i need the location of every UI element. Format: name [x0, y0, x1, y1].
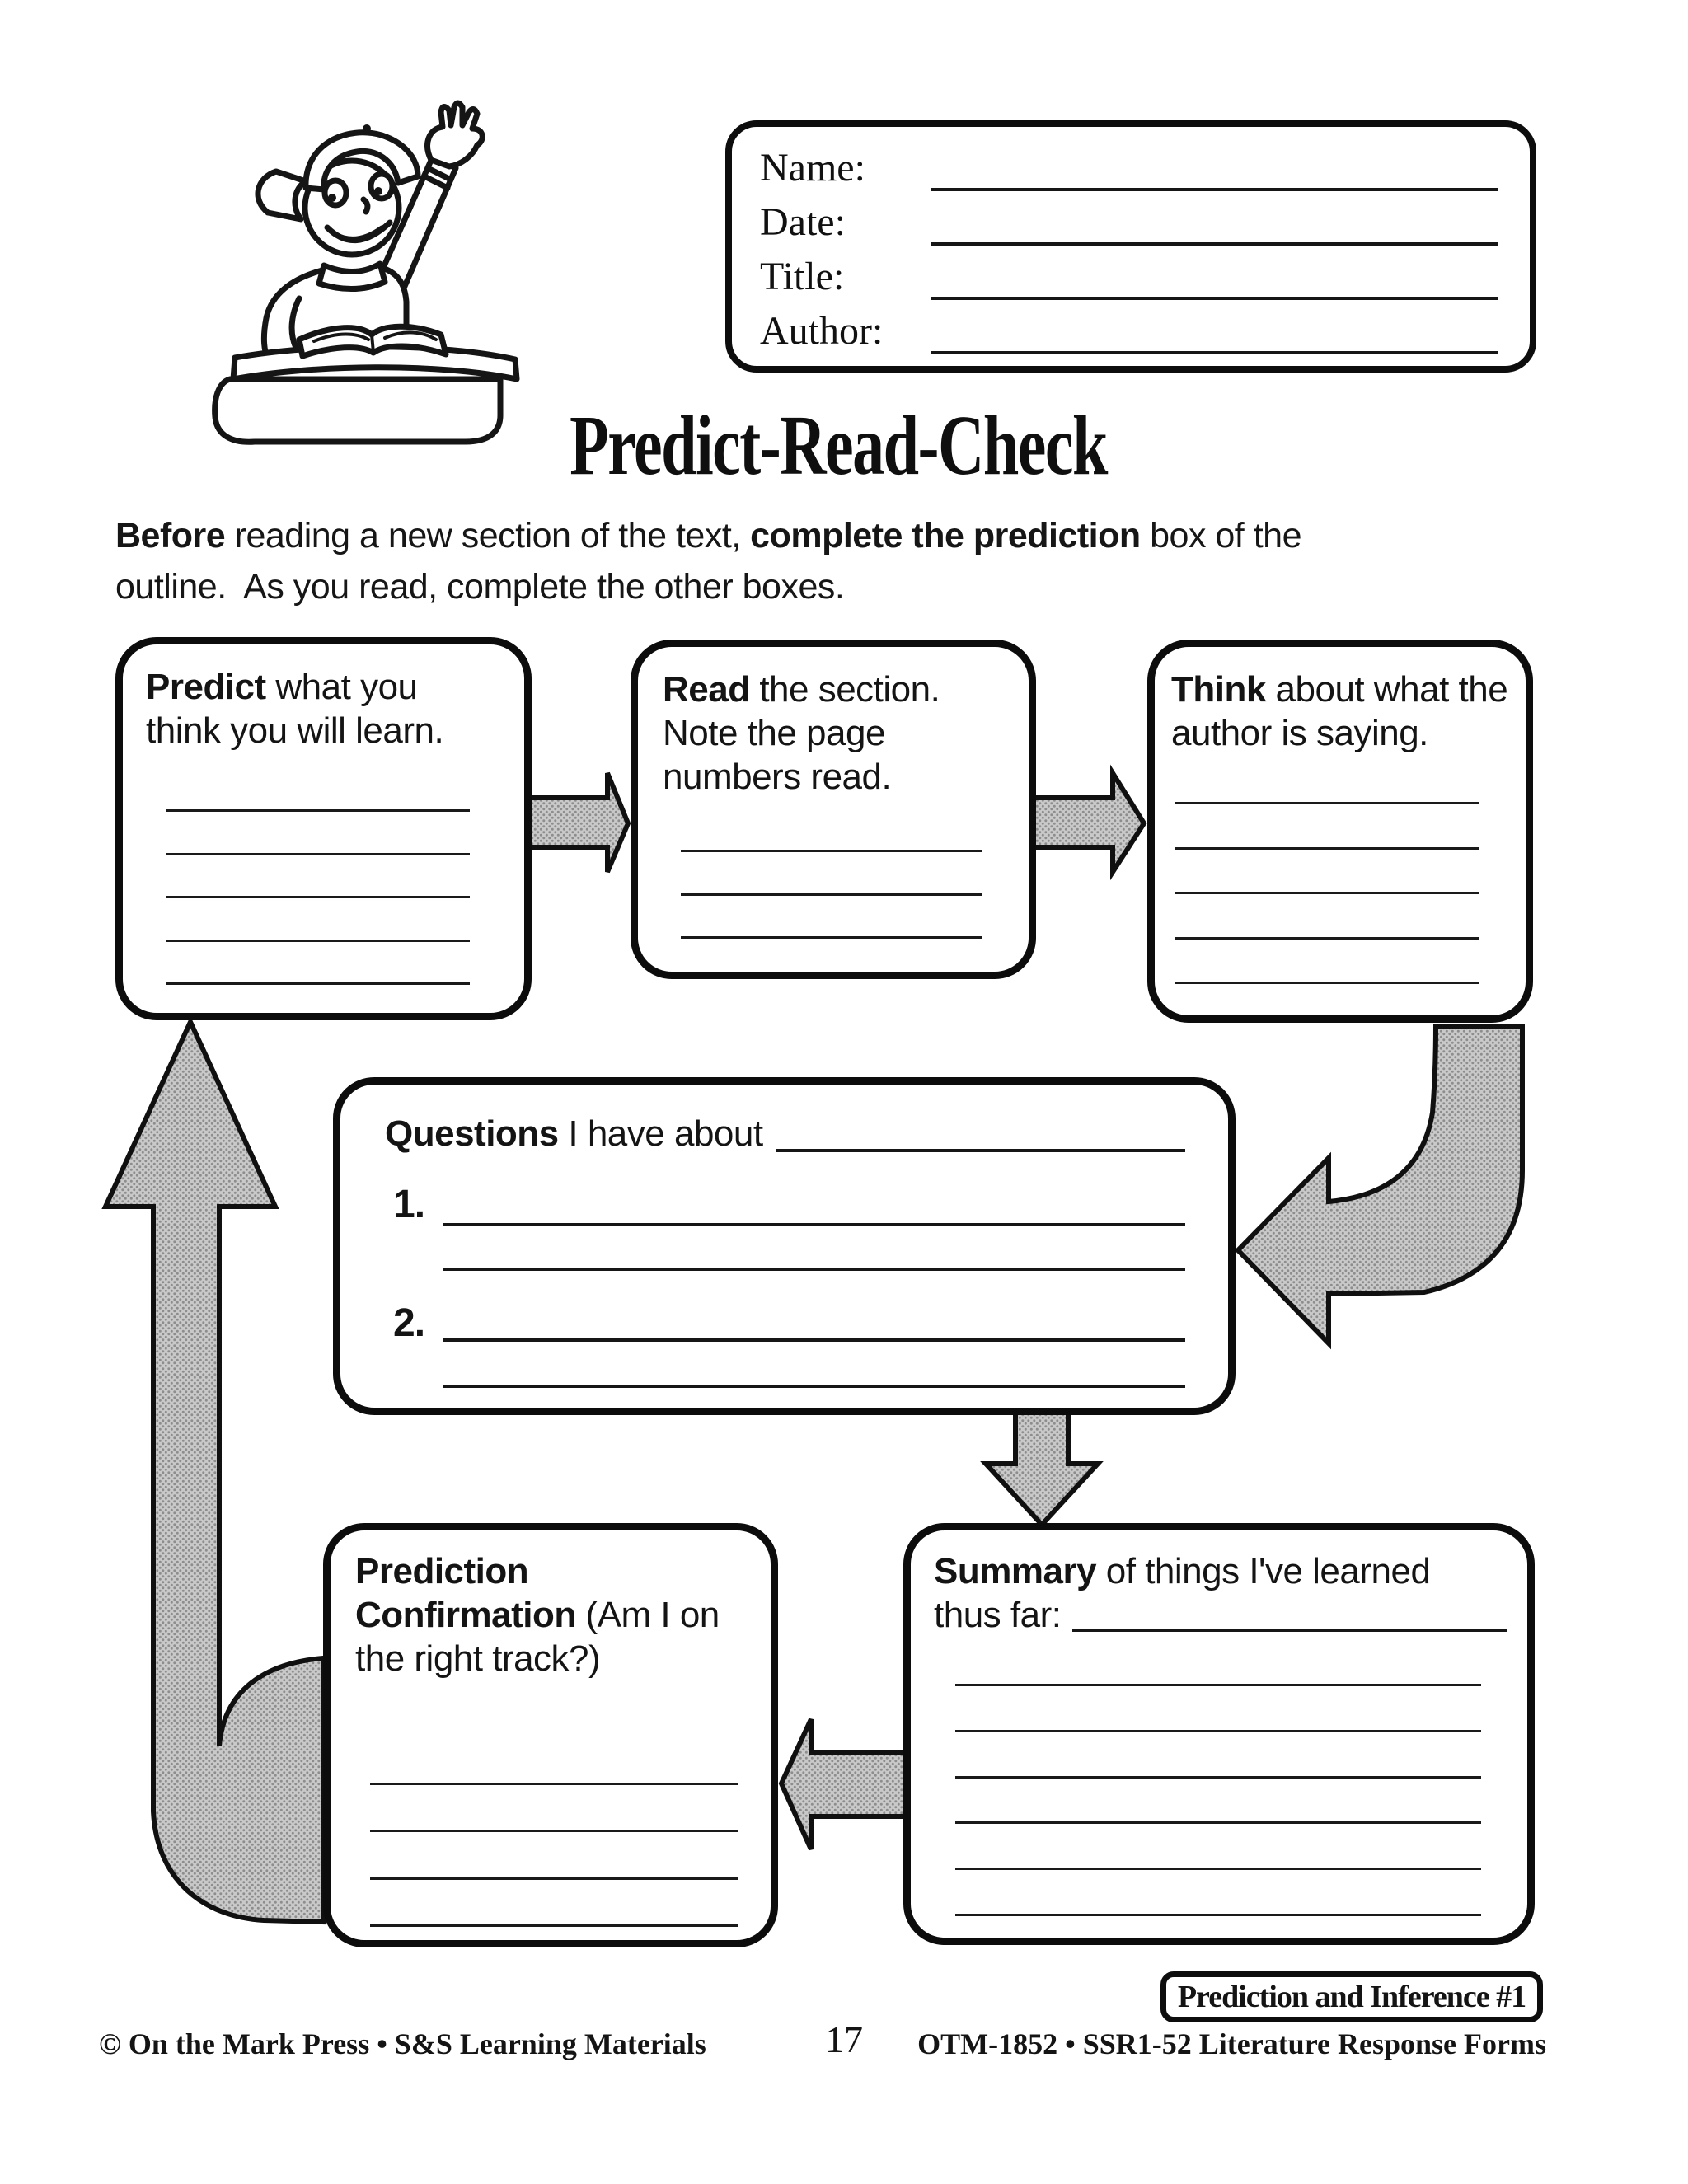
cap-icon	[255, 124, 421, 223]
date-write-line	[931, 234, 1498, 246]
writing-line	[1175, 802, 1479, 804]
category-badge: Prediction and Inference #1	[1160, 1971, 1543, 2022]
think-heading: Think about what the author is saying.	[1171, 669, 1508, 753]
left-arrow-icon	[778, 1718, 914, 1851]
prediction-confirmation-box: Prediction Confirmation (Am I on the rig…	[323, 1523, 778, 1947]
writing-line	[955, 1821, 1481, 1825]
copyright-text: © On the Mark Press • S&S Learning Mater…	[99, 2027, 706, 2060]
writing-line	[955, 1868, 1481, 1871]
publication-text: OTM-1852 • SSR1-52 Literature Response F…	[917, 2027, 1546, 2060]
name-label: Name:	[760, 146, 865, 190]
page-title: Predict-Read-Check	[570, 398, 1108, 493]
read-write-lines	[681, 850, 982, 939]
writing-line	[1175, 892, 1479, 894]
date-label: Date:	[760, 200, 846, 244]
desk-icon	[212, 323, 520, 445]
author-write-line	[931, 343, 1498, 354]
summary-inline-blank	[1072, 1628, 1507, 1632]
question-2-number: 2.	[393, 1301, 425, 1345]
writing-line	[1175, 846, 1479, 850]
summary-heading: Summary of things I've learned	[934, 1551, 1431, 1591]
predict-heading: Predict what you think you will learn.	[146, 667, 444, 751]
questions-heading: Questions I have about	[340, 1085, 1228, 1156]
writing-line	[370, 1783, 738, 1785]
hand-icon	[424, 100, 485, 170]
info-row-title: Title:	[760, 252, 1508, 307]
down-arrow-icon	[980, 1403, 1104, 1529]
instructions-text: Before reading a new section of the text…	[115, 516, 1301, 607]
writing-line	[681, 936, 982, 939]
question-1-write-line	[443, 1223, 1185, 1226]
face	[321, 171, 396, 243]
info-row-author: Author:	[760, 307, 1508, 361]
question-2-write-line	[443, 1385, 1185, 1388]
name-write-line	[931, 180, 1498, 191]
questions-box: Questions I have about 1. 2.	[333, 1077, 1236, 1415]
writing-line	[166, 939, 470, 942]
predict-box: Predict what you think you will learn.	[115, 637, 532, 1020]
read-box: Read the section. Note the page numbers …	[631, 640, 1036, 979]
writing-line	[370, 1877, 738, 1880]
curve-down-left-arrow-icon	[1234, 1024, 1525, 1350]
intro-bold-before: Before	[115, 516, 226, 555]
prediction-confirmation-write-lines	[370, 1783, 738, 1927]
title-label: Title:	[760, 255, 845, 298]
summary-write-lines	[955, 1684, 1481, 1916]
student-head	[255, 124, 421, 258]
info-row-date: Date:	[760, 198, 1508, 252]
author-label: Author:	[760, 309, 884, 353]
writing-line	[370, 1830, 738, 1833]
right-arrow-icon	[1028, 764, 1147, 881]
question-2-write-line	[443, 1338, 1185, 1342]
page-number: 17	[825, 2018, 863, 2060]
summary-heading-line2: thus far:	[934, 1594, 1507, 1638]
questions-topic-blank	[776, 1149, 1185, 1152]
writing-line	[1175, 982, 1479, 984]
think-box: Think about what the author is saying.	[1147, 640, 1533, 1023]
prediction-confirmation-heading: Prediction Confirmation (Am I on the rig…	[355, 1551, 720, 1679]
info-row-name: Name:	[760, 143, 1508, 198]
read-heading: Read the section. Note the page numbers …	[663, 669, 940, 797]
predict-write-lines	[166, 809, 470, 985]
writing-line	[370, 1924, 738, 1927]
question-1-write-line	[443, 1268, 1185, 1271]
title-write-line	[931, 288, 1498, 300]
writing-line	[955, 1775, 1481, 1779]
summary-box: Summary of things I've learned thus far:	[903, 1523, 1535, 1945]
student-raising-hand-illustration	[212, 100, 520, 445]
raised-arm-icon	[377, 100, 485, 293]
student-info-box: Name: Date: Title: Author:	[725, 120, 1536, 373]
writing-line	[166, 852, 470, 855]
collar	[316, 260, 388, 292]
writing-line	[166, 982, 470, 985]
question-1-number: 1.	[393, 1183, 425, 1226]
right-arrow-icon	[525, 771, 631, 874]
writing-line	[955, 1913, 1481, 1916]
writing-line	[166, 896, 470, 898]
writing-line	[955, 1684, 1481, 1686]
think-write-lines	[1175, 802, 1479, 984]
intro-bold-complete: complete the prediction	[750, 516, 1141, 555]
writing-line	[681, 850, 982, 852]
writing-line	[681, 893, 982, 896]
writing-line	[166, 809, 470, 812]
up-loop-arrow-icon	[101, 1015, 326, 1925]
writing-line	[1175, 936, 1479, 940]
writing-line	[955, 1729, 1481, 1732]
